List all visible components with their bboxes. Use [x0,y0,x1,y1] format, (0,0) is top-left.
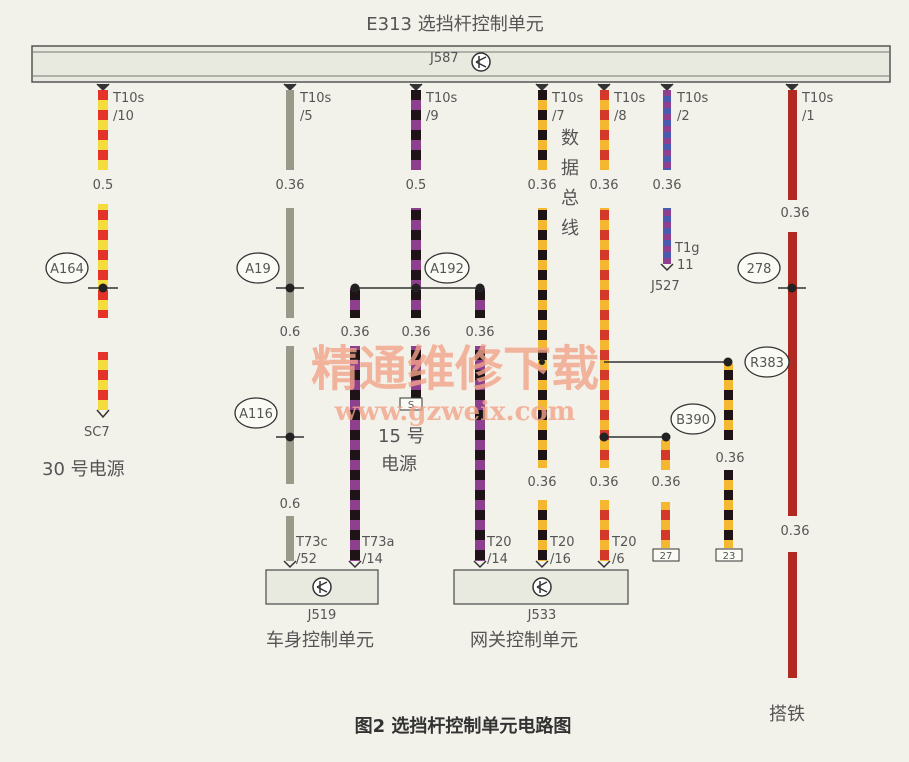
connector-label: J587 [429,51,459,66]
pin-label: T10s [676,91,708,106]
terminal-t1g-number: 11 [677,258,694,273]
j519-pin: T73a [361,535,394,550]
wire-size: 0.36 [716,451,745,466]
terminal-27: 27 [652,548,680,562]
splice-label: A192 [430,262,464,277]
j533-pin-number: /14 [487,552,508,567]
terminal-sc7: SC7 [84,425,110,440]
wire-7 [788,90,797,678]
j519-pin: T73c [295,535,328,550]
j519-pin-number: /14 [362,552,383,567]
j519-description: 车身控制单元 [266,630,374,651]
wire-size: 0.36 [528,178,557,193]
j533-description: 网关控制单元 [470,630,578,651]
wire-size: 0.5 [93,178,114,193]
data-bus-char: 总 [561,188,579,209]
wire-6 [663,90,671,264]
wire-size: 0.36 [652,475,681,490]
pin-label: T10s [112,91,144,106]
branch-wires [661,364,733,548]
j533-module [453,569,629,605]
ecu-icon [471,52,491,72]
wire-size: 0.36 [781,524,810,539]
pin-number: /5 [300,109,313,124]
j533-name: J533 [527,608,557,623]
pin-label: T10s [613,91,645,106]
terminal-23: 23 [715,548,743,562]
splice-a192 [424,252,470,284]
wire-2 [286,90,294,561]
wire-size: 0.36 [466,325,495,340]
splice-label: R383 [750,356,784,371]
module-bar [31,45,891,83]
wire-size: 0.6 [280,497,301,512]
wire-4 [538,90,547,561]
wire-a192-branches [350,288,485,561]
wire-size: 0.36 [590,178,619,193]
terminal-s: S [399,397,423,411]
data-bus-char: 据 [561,158,579,179]
svg-text:27: 27 [660,551,673,562]
pin-number: /8 [614,109,627,124]
wire-3 [411,90,421,402]
junction-dots [98,283,797,442]
pin-number: /10 [113,109,134,124]
pin-number: /1 [802,109,815,124]
splice-b390 [670,403,716,435]
svg-text:S: S [408,400,414,411]
splice-a19 [236,252,280,284]
splice-a164 [45,252,89,284]
wire-1 [98,90,108,410]
j533-pin-number: /16 [550,552,571,567]
data-bus-char: 线 [561,218,579,239]
power-30-caption: 30 号电源 [42,459,125,480]
svg-text:23: 23 [723,551,736,562]
module-label: E313 选挡杆控制单元 [366,14,543,35]
data-bus-char: 数 [561,128,579,149]
wire-size: 0.36 [781,206,810,221]
pin-number: /7 [552,109,565,124]
terminal-arrows [96,263,674,569]
wire-size: 0.6 [280,325,301,340]
j519-pin-number: /52 [296,552,317,567]
ground-caption: 搭铁 [769,704,805,725]
pin-label: T10s [299,91,331,106]
figure-title: 图2 选挡杆控制单元电路图 [355,715,572,737]
splice-label: A164 [50,262,84,277]
splice-label: A116 [239,407,273,422]
watermark-text: 精通维修下载 [311,341,599,397]
wire-size: 0.36 [341,325,370,340]
wire-size: 0.5 [406,178,427,193]
pin-label: T10s [425,91,457,106]
wire-size: 0.36 [276,178,305,193]
splice-label: A19 [245,262,270,277]
wire-size: 0.36 [528,475,557,490]
pin-label: T10s [551,91,583,106]
watermark-url: www.gzweix.com [334,397,576,427]
j533-pin: T20 [486,535,511,550]
power-15-caption-line1: 15 号 [378,426,425,447]
splice-label: 278 [747,262,772,277]
j519-name: J519 [307,608,337,623]
terminal-t1g: T1g [674,241,699,256]
pin-arrows [96,83,799,92]
pin-number: /9 [426,109,439,124]
splice-278 [737,252,781,284]
wire-size: 0.36 [653,178,682,193]
splice-a116 [234,397,278,429]
terminal-j527: J527 [650,279,680,294]
wire-5 [600,90,609,561]
j533-pin: T20 [611,535,636,550]
pin-number: /2 [677,109,690,124]
splice-r383 [744,346,790,378]
splice-label: B390 [676,413,710,428]
power-15-caption-line2: 电源 [381,454,417,475]
wire-size: 0.36 [590,475,619,490]
j533-pin-number: /6 [612,552,625,567]
pin-label: T10s [801,91,833,106]
j533-pin: T20 [549,535,574,550]
j519-module [265,569,379,605]
wire-size: 0.36 [402,325,431,340]
